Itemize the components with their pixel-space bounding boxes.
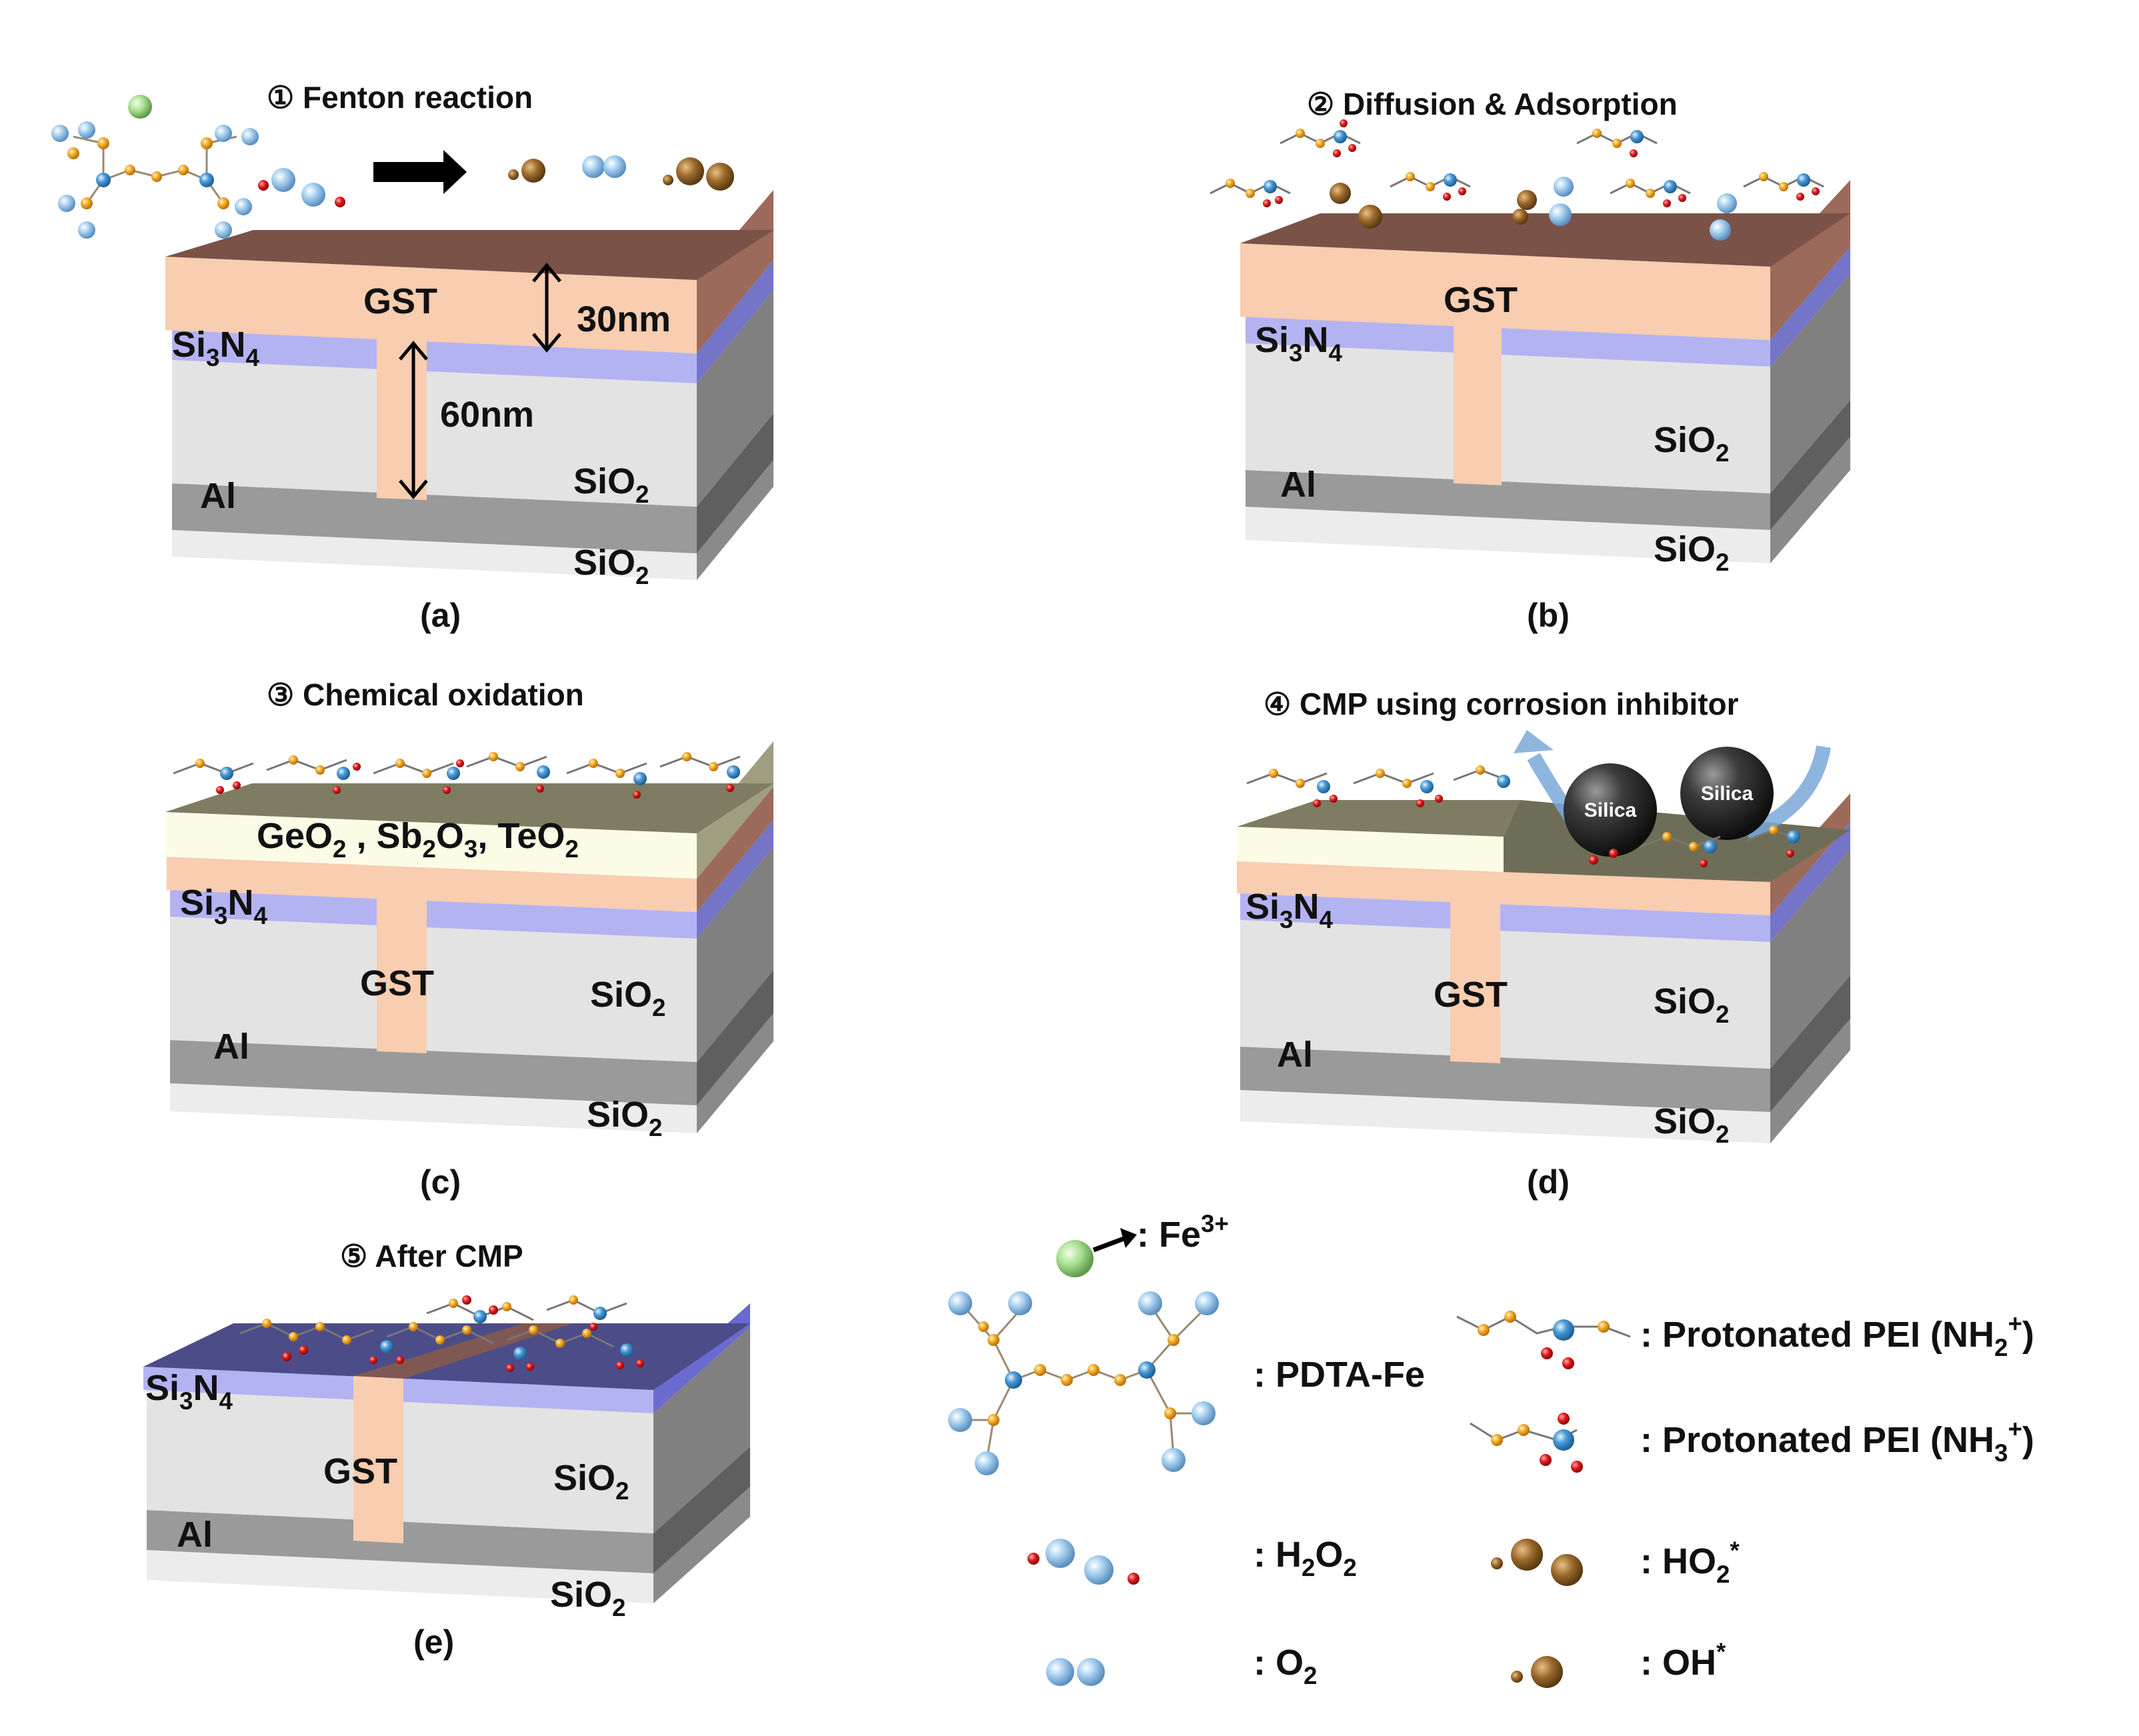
panel-b-title: ② Diffusion & Adsorption — [1307, 87, 1678, 121]
panel-a-thickness-top-label: 30nm — [577, 299, 671, 339]
panel-a-thickness-plug-label: 60nm — [440, 395, 534, 435]
panel-e-sio2-mid-label: SiO2 — [553, 1458, 629, 1505]
panel-e: ⑤ After CMP — [143, 1239, 750, 1661]
panel-d-adsorbed-pei — [1246, 765, 1801, 867]
panel-a-caption: (a) — [420, 597, 461, 634]
panel-e-title: ⑤ After CMP — [340, 1239, 523, 1273]
panel-d-al-label: Al — [1277, 1035, 1313, 1075]
panel-b-al-label: Al — [1280, 465, 1316, 505]
panel-a-block — [165, 190, 773, 580]
panel-c-adsorbed-pei — [173, 752, 741, 799]
panel-a-al-label: Al — [200, 476, 236, 516]
panel-c: ③ Chemical oxidation GeO2 , Sb2O3, TeO2 … — [165, 677, 773, 1201]
legend-oh-label: : OH* — [1640, 1638, 1726, 1683]
panel-a-h2o2-molecule — [258, 168, 345, 207]
panel-d-rotation-arrow-right — [1744, 745, 1831, 841]
panel-d-block — [1237, 793, 1850, 1143]
legend-pei-nh2-label: : Protonated PEI (NH2+) — [1640, 1310, 2034, 1361]
panel-d-silica-particle-2: Silica — [1680, 747, 1774, 840]
panel-e-gst-label: GST — [323, 1451, 397, 1491]
panel-b-adsorbed-o2 — [1549, 177, 1737, 241]
panel-a-o2-molecule — [582, 155, 626, 178]
panel-b-adsorbed-radicals — [1330, 183, 1537, 229]
legend-fe-icon — [1056, 1228, 1137, 1277]
legend: : Fe3+ — [948, 1210, 2034, 1689]
legend-oh-icon — [1511, 1656, 1563, 1688]
panel-a: ① Fenton reaction GST Si3N4 Al SiO2 SiO — [51, 80, 773, 634]
panel-c-sio2-bottom-label: SiO2 — [587, 1095, 662, 1141]
panel-a-ho2-radical — [663, 157, 734, 191]
panel-a-thickness-arrow-top — [532, 263, 561, 353]
panel-a-sio2-mid-label: SiO2 — [573, 461, 649, 508]
panel-c-title: ③ Chemical oxidation — [267, 677, 584, 712]
legend-h2o2-icon — [1027, 1539, 1140, 1585]
panel-c-al-label: Al — [213, 1027, 249, 1067]
panel-d-si3n4-label: Si3N4 — [1246, 887, 1333, 933]
panel-c-gst-label: GST — [360, 963, 434, 1003]
panel-d-sio2-bottom-label: SiO2 — [1654, 1101, 1729, 1148]
panel-b-adsorbed-pei-atoms — [1226, 119, 1820, 207]
legend-pei-nh3-icon — [1470, 1413, 1583, 1473]
panel-d-caption: (d) — [1527, 1163, 1570, 1201]
svg-text:Silica: Silica — [1701, 783, 1754, 805]
panel-e-block — [143, 1303, 750, 1603]
panel-a-sio2-bottom-label: SiO2 — [573, 543, 649, 589]
panel-a-gst-label: GST — [363, 281, 437, 321]
panel-a-si3n4-label: Si3N4 — [172, 325, 259, 371]
panel-e-adsorbed-pei — [239, 1295, 644, 1372]
panel-d-title: ④ CMP using corrosion inhibitor — [1264, 687, 1739, 721]
legend-o2-icon — [1046, 1658, 1105, 1686]
panel-c-caption: (c) — [420, 1163, 461, 1201]
panel-b-sio2-bottom-label: SiO2 — [1654, 529, 1729, 576]
panel-d-silica-particle-1: Silica — [1564, 763, 1657, 857]
legend-o2-label: : O2 — [1254, 1643, 1317, 1689]
panel-c-oxide-label: GeO2 , Sb2O3, TeO2 — [257, 816, 579, 863]
panel-a-oh-radical — [508, 159, 545, 183]
panel-b-sio2-mid-label: SiO2 — [1654, 420, 1729, 467]
panel-a-thickness-arrow-plug — [399, 341, 428, 499]
panel-c-sio2-mid-label: SiO2 — [590, 975, 665, 1021]
panel-d: ④ CMP using corrosion inhibitor Sil — [1237, 687, 1850, 1201]
legend-ho2-icon — [1491, 1539, 1583, 1586]
legend-h2o2-label: : H2O2 — [1254, 1535, 1357, 1581]
panel-b-adsorbed-pei-chains — [1210, 132, 1824, 195]
panel-c-block — [165, 741, 773, 1133]
legend-pdta-label: : PDTA-Fe — [1254, 1355, 1425, 1395]
panel-d-gst-label: GST — [1434, 975, 1508, 1015]
panel-b-gst-label: GST — [1444, 280, 1518, 320]
panel-b-block — [1240, 180, 1850, 563]
legend-ho2-label: : HO2* — [1640, 1537, 1740, 1588]
panel-c-si3n4-label: Si3N4 — [180, 883, 267, 929]
panel-e-si3n4-label: Si3N4 — [145, 1368, 233, 1415]
panel-a-title: ① Fenton reaction — [267, 80, 533, 115]
legend-pdta-icon — [948, 1291, 1219, 1475]
legend-pei-nh2-icon — [1456, 1311, 1631, 1369]
svg-text:Silica: Silica — [1584, 799, 1637, 821]
panel-a-reaction-arrow — [373, 150, 467, 194]
panel-a-pdta-molecule — [51, 121, 259, 239]
panel-e-caption: (e) — [413, 1623, 454, 1661]
panel-d-sio2-mid-label: SiO2 — [1654, 981, 1729, 1028]
panel-e-sio2-bottom-label: SiO2 — [550, 1575, 625, 1621]
panel-b: ② Diffusion & Adsorption GST Si3N4 Al Si… — [1210, 87, 1850, 634]
legend-pei-nh3-label: : Protonated PEI (NH3+) — [1640, 1415, 2034, 1467]
panel-b-caption: (b) — [1527, 597, 1570, 634]
panel-a-fe-ion — [128, 95, 152, 119]
panel-e-al-label: Al — [177, 1515, 213, 1555]
panel-b-si3n4-label: Si3N4 — [1255, 320, 1342, 367]
legend-fe-label: : Fe3+ — [1137, 1210, 1229, 1255]
